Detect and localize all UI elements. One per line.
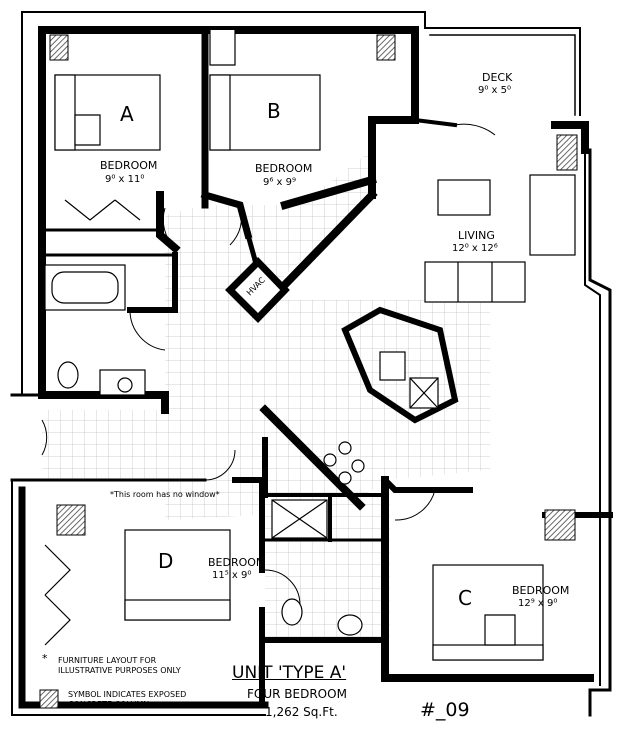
- legend-marks: *: [42, 652, 48, 665]
- room-size-d: 11⁵ x 9⁰: [212, 570, 252, 581]
- door-swings: [41, 123, 496, 606]
- door-swing-bath: [129, 309, 166, 351]
- closet-doors-d: [44, 544, 71, 646]
- unit-number: #_09: [420, 699, 470, 721]
- room-letter-a: A: [120, 102, 134, 126]
- bed-c-footboard: [432, 644, 544, 661]
- burner-3: [338, 471, 352, 485]
- room-letter-b: B: [267, 99, 281, 123]
- room-name-deck: DECK: [482, 71, 513, 84]
- room-name-living: LIVING: [458, 229, 495, 242]
- legend-furniture-line2: ILLUSTRATIVE PURPOSES ONLY: [58, 666, 181, 675]
- concrete-column-b: [376, 34, 396, 61]
- bed-b-headboard: [209, 74, 231, 151]
- burner-4: [351, 459, 365, 473]
- concrete-column-living: [556, 134, 578, 171]
- room-size-a: 9⁰ x 11⁰: [105, 174, 145, 185]
- room-name-b: BEDROOM: [255, 162, 313, 175]
- legend-column-line2: CONCRETE COLUMN: [68, 700, 150, 709]
- sofa-right: [529, 174, 576, 256]
- legend-furniture-line1: FURNITURE LAYOUT FOR: [58, 656, 157, 665]
- legend-column-note: SYMBOL INDICATES EXPOSED CONCRETE COLUMN: [68, 690, 186, 710]
- nightstand-b: [209, 30, 236, 66]
- hvac-closet: [225, 257, 290, 323]
- door-swing-d: [204, 449, 236, 481]
- coffee-table: [437, 179, 491, 216]
- door-swing-deck: [454, 123, 496, 136]
- unit-type: FOUR BEDROOM: [247, 687, 347, 701]
- sofa-bottom: [424, 261, 526, 303]
- bed-a-pillow: [74, 114, 101, 146]
- toilet-lower: [281, 598, 303, 626]
- door-swing-b: [229, 204, 243, 246]
- walls: [10, 11, 613, 717]
- furniture: [44, 30, 576, 661]
- burner-2: [338, 441, 352, 455]
- sink-left: [99, 369, 146, 396]
- concrete-column-d: [56, 504, 86, 536]
- room-letter-d: D: [158, 549, 174, 573]
- bed-d-footboard: [124, 599, 231, 621]
- room-size-deck: 9⁰ x 5⁰: [478, 85, 512, 96]
- legend-asterisk: *: [42, 652, 48, 665]
- room-size-c: 12⁹ x 9⁰: [518, 598, 558, 609]
- unit-title: UNIT 'TYPE A': [232, 663, 347, 683]
- room-letter-c: C: [458, 586, 472, 610]
- door-swing-lower-bath: [264, 569, 301, 606]
- toilet-left: [57, 361, 79, 389]
- door-swing-entry: [41, 419, 48, 456]
- room-name-d: BEDROOM: [208, 556, 266, 569]
- room-size-living: 12⁰ x 12⁶: [452, 243, 498, 254]
- sink-lower: [337, 614, 363, 636]
- concrete-column-a: [49, 34, 69, 61]
- room-size-b: 9⁶ x 9⁹: [263, 177, 297, 188]
- door-swing-c: [394, 489, 436, 521]
- legend-furniture-note: FURNITURE LAYOUT FOR ILLUSTRATIVE PURPOS…: [58, 656, 181, 676]
- kitchen-sink: [379, 351, 406, 381]
- room-name-c: BEDROOM: [512, 584, 570, 597]
- unit-area: 1,262 Sq.Ft.: [265, 705, 338, 719]
- room-note-d: *This room has no window*: [110, 490, 220, 499]
- legend-column-swatch: [39, 689, 59, 709]
- closet-doors-a: [64, 199, 141, 221]
- room-name-a: BEDROOM: [100, 159, 158, 172]
- concrete-column-c: [544, 509, 576, 541]
- burner-1: [323, 453, 337, 467]
- bed-a-headboard: [54, 74, 76, 151]
- concrete-columns: [39, 34, 578, 709]
- legend-column-line1: SYMBOL INDICATES EXPOSED: [68, 690, 187, 699]
- door-swing-a: [162, 207, 176, 249]
